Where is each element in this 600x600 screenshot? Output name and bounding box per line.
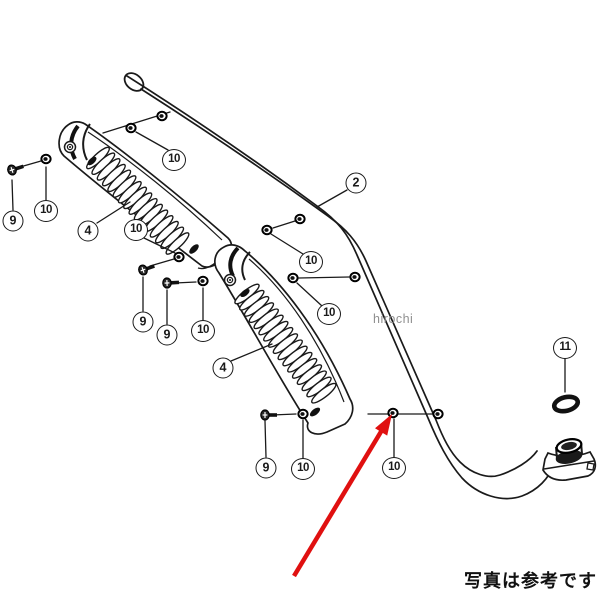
shield-crease [248, 258, 345, 403]
flange-notch [586, 462, 595, 471]
callout-9: 9 [2, 210, 24, 232]
callout-2: 2 [345, 172, 367, 194]
shield-end-band2 [241, 251, 251, 281]
callout-9: 9 [255, 457, 277, 479]
callout-4: 4 [77, 220, 99, 242]
callout-9: 9 [132, 311, 154, 333]
shield-end-band [228, 246, 240, 277]
pipe-upper-edge [126, 75, 554, 500]
reference-caption: 写真は参考です [464, 571, 597, 591]
pipe-lower-edge [140, 88, 538, 478]
callout-9: 9 [156, 324, 178, 346]
shield-crease [87, 131, 223, 241]
callout-10: 10 [191, 320, 215, 342]
callout-10: 10 [317, 303, 341, 325]
callout-10: 10 [291, 458, 315, 480]
callout-10: 10 [299, 251, 323, 273]
callout-11: 11 [553, 337, 577, 359]
callout-10: 10 [124, 219, 148, 241]
exhaust-pipe-part-2 [123, 72, 554, 500]
shield-end-band2 [82, 123, 91, 161]
callout-leader-lines [11, 131, 566, 459]
callout-10: 10 [162, 149, 186, 171]
callout-10: 10 [34, 200, 58, 222]
heat-shield-part-4-lower [214, 244, 354, 435]
callout-10: 10 [382, 457, 406, 479]
watermark: hirochi [373, 312, 414, 326]
pipe-inlet-flange [542, 438, 597, 482]
red-highlight-arrow [292, 414, 392, 578]
gasket-ring-part-11 [551, 394, 581, 414]
heat-shield-part-4-upper [58, 121, 233, 270]
callout-4: 4 [212, 357, 234, 379]
